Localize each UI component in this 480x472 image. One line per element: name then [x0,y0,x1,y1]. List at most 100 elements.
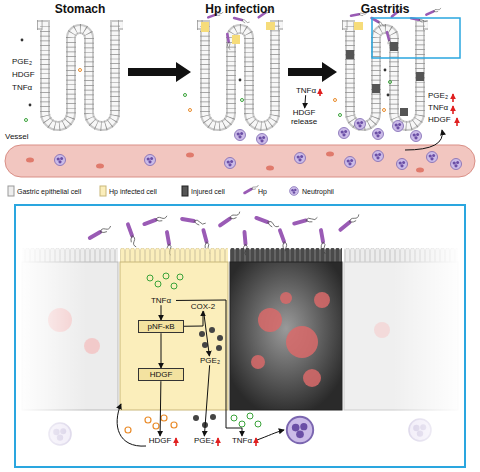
legend-text: Injured cell [191,188,225,195]
red-blood-cell [96,164,104,169]
signal-label: TNFα [12,84,42,93]
hp-bacterium [426,7,442,16]
signal-node: TNFα [292,86,320,95]
red-blood-cell [416,168,424,173]
neutrophil [355,119,366,130]
signal-dots [21,39,392,122]
microvilli [120,248,228,263]
pge2-dot [239,79,242,82]
cells [22,262,458,410]
node-text: PGE₂ [196,356,224,365]
increase-arrow [456,118,458,126]
hdgf-molecule [161,415,167,421]
injured-cell [416,72,424,81]
legend-entry: Injured cell [191,188,225,196]
node-text: HDGF release [284,108,324,126]
legend-entry: Gastric epithelial cell [17,188,81,196]
fade-overlay [17,207,87,465]
pge2-molecule [193,415,199,421]
signal-node: HDGF [145,436,175,445]
tnf-molecule [163,273,169,279]
injured-cell [372,84,380,93]
neutrophil [295,153,306,164]
hdgf-molecule [125,427,131,433]
hp-bacterium [225,34,231,50]
signal-node: PGE₂ [196,356,224,365]
red-blood-cell [186,153,194,158]
vessel-label: Vessel [5,133,45,142]
hdgf-molecules [125,415,177,433]
pge2-dot [384,69,387,72]
pge2-dot [387,94,390,97]
vessel [5,145,475,177]
hdgf-dot [334,99,337,102]
hp-bacterium [339,213,360,232]
neutrophil [225,158,236,169]
pge2-molecule [216,345,222,351]
hdgf-dot [79,69,82,72]
infected-cell [232,35,240,44]
recruitment-arrow [405,130,442,150]
hp-bacterium [255,217,279,229]
hdgf-dot [383,109,386,112]
injured-cell [346,50,354,59]
neutrophil [451,159,462,170]
tnf-dot [184,94,187,97]
vesicle [314,292,330,308]
signal-arrow [184,311,203,326]
tnf-molecule [255,421,261,427]
legend-entry: Hp infected cell [109,188,157,196]
node-text: HDGF [141,370,181,379]
vesicle [374,322,390,338]
signal-label: HDGF [428,116,468,125]
vesicle [251,355,265,369]
hp-bacterium [234,17,250,24]
legend-sample [100,186,106,196]
node-text: TNFα [228,436,256,445]
infected-cell [120,262,228,410]
increase-arrow [319,89,321,96]
signal-arrow [204,311,210,356]
node-text: TNFα [292,86,320,95]
vesicle [280,292,292,304]
vesicle [303,369,321,387]
node-text: COX-2 [188,302,218,311]
hdgf-molecule [171,422,177,428]
gastric-glands [37,25,428,126]
zoom-box [372,18,460,58]
neutrophil [373,151,384,162]
hp-bacterium [125,224,137,248]
vesicle [258,308,282,332]
legend-sample [182,186,188,196]
signal-arrow [161,305,162,320]
pge2-molecule [202,422,208,428]
signal-node: TNFα [228,436,256,445]
tnf-molecule [147,275,153,281]
hdgf-dot [189,109,192,112]
legend-text: Hp [258,188,267,195]
red-blood-cell [326,152,334,157]
signal-arrow [304,95,306,108]
injured-cells [346,42,424,116]
process-box: HDGF [138,368,184,381]
fade-overlay [393,207,463,465]
red-blood-cell [26,158,34,163]
process-box: pNF-κB [138,320,184,333]
tnf-molecule [247,413,253,419]
legend-sample [244,184,259,195]
signal-arrow [176,300,242,436]
signal-label: PGE₂ [12,58,42,67]
panel-title: Hp infection [185,3,295,16]
detail-frame [15,205,465,467]
signal-label: TNFα [428,104,468,113]
injured-cell [390,42,398,51]
neutrophil [397,159,408,170]
neutrophil [427,152,438,163]
progression-arrow [288,62,337,82]
legend-sample [8,186,14,196]
pge2-molecule [209,327,215,333]
red-blood-cell [266,166,274,171]
